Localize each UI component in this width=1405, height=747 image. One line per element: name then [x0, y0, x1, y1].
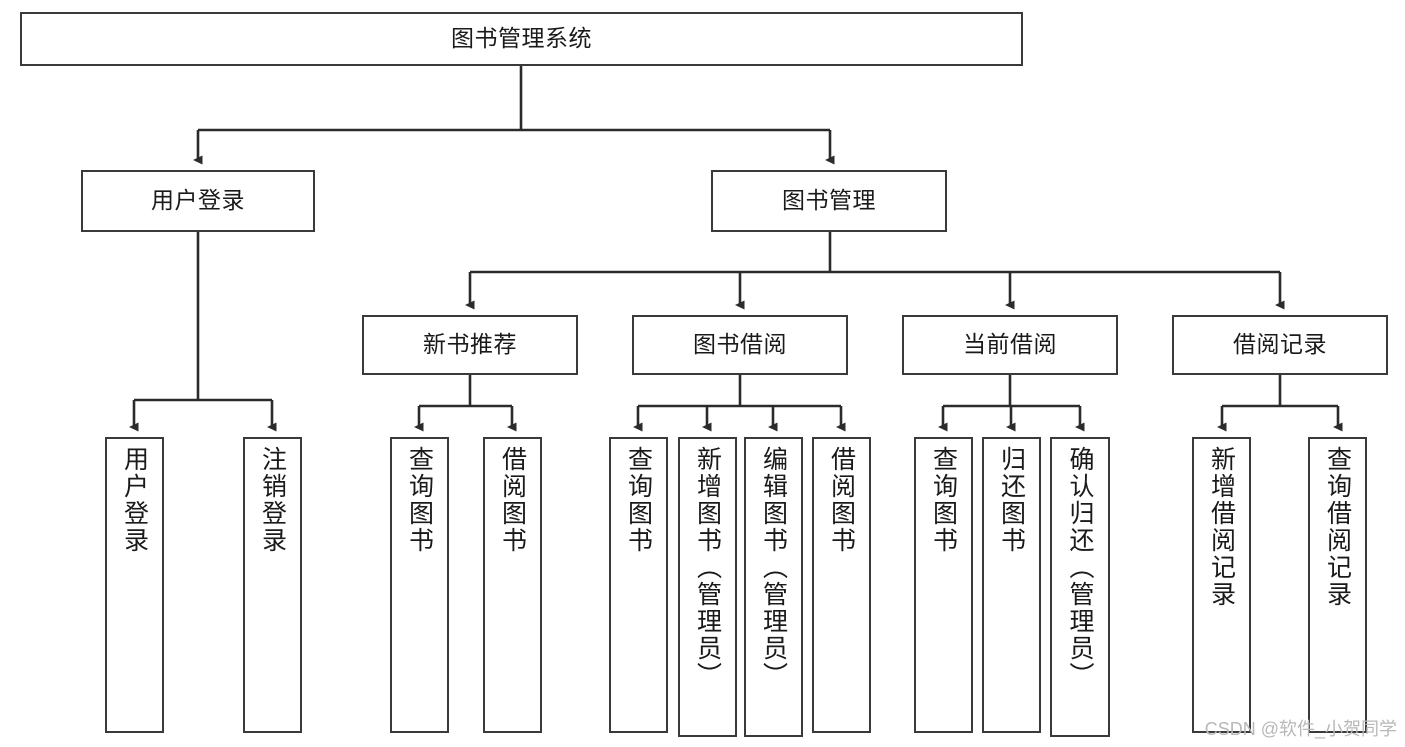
node-label: 图书管理系统	[451, 25, 592, 52]
node-label: 新增图书（管理员）	[693, 446, 722, 689]
node-book-manage[interactable]: 图书管理	[711, 170, 947, 232]
node-leaf-add-borrow-record[interactable]: 新增借阅记录	[1192, 437, 1251, 733]
node-leaf-edit-book[interactable]: 编辑图书（管理员）	[744, 437, 803, 737]
node-label: 归还图书	[997, 446, 1026, 554]
node-label: 当前借阅	[963, 331, 1057, 358]
node-label: 查询图书	[624, 446, 653, 554]
node-label: 图书管理	[782, 187, 876, 214]
node-leaf-query-book-current[interactable]: 查询图书	[914, 437, 973, 733]
node-leaf-query-borrow-record[interactable]: 查询借阅记录	[1308, 437, 1367, 733]
node-new-book-recommend[interactable]: 新书推荐	[362, 315, 578, 375]
node-leaf-borrow-book-recommend[interactable]: 借阅图书	[483, 437, 542, 733]
node-leaf-confirm-return[interactable]: 确认归还（管理员）	[1050, 437, 1110, 737]
node-leaf-add-book[interactable]: 新增图书（管理员）	[678, 437, 737, 737]
watermark: CSDN @软件_小贺同学	[1204, 719, 1397, 739]
node-leaf-return-book[interactable]: 归还图书	[982, 437, 1041, 733]
node-label: 查询图书	[405, 446, 434, 554]
node-current-borrow[interactable]: 当前借阅	[902, 315, 1118, 375]
node-root-system[interactable]: 图书管理系统	[20, 12, 1023, 66]
node-label: 借阅图书	[827, 446, 856, 554]
node-label: 查询借阅记录	[1323, 446, 1352, 608]
node-leaf-query-book-borrow[interactable]: 查询图书	[609, 437, 668, 733]
node-borrow-record[interactable]: 借阅记录	[1172, 315, 1388, 375]
node-label: 确认归还（管理员）	[1066, 446, 1094, 689]
node-label: 图书借阅	[693, 331, 787, 358]
node-user-login[interactable]: 用户登录	[81, 170, 315, 232]
node-label: 注销登录	[258, 446, 287, 554]
node-leaf-borrow-book[interactable]: 借阅图书	[812, 437, 871, 733]
node-label: 新书推荐	[423, 331, 517, 358]
node-leaf-user-logout[interactable]: 注销登录	[243, 437, 302, 733]
node-label: 用户登录	[120, 446, 149, 554]
node-label: 用户登录	[151, 187, 245, 214]
node-label: 借阅记录	[1233, 331, 1327, 358]
node-label: 编辑图书（管理员）	[759, 446, 788, 689]
node-label: 借阅图书	[498, 446, 527, 554]
node-label: 查询图书	[929, 446, 958, 554]
node-label: 新增借阅记录	[1207, 446, 1236, 608]
node-leaf-user-login[interactable]: 用户登录	[105, 437, 164, 733]
node-leaf-query-book-recommend[interactable]: 查询图书	[390, 437, 449, 733]
node-book-borrow[interactable]: 图书借阅	[632, 315, 848, 375]
